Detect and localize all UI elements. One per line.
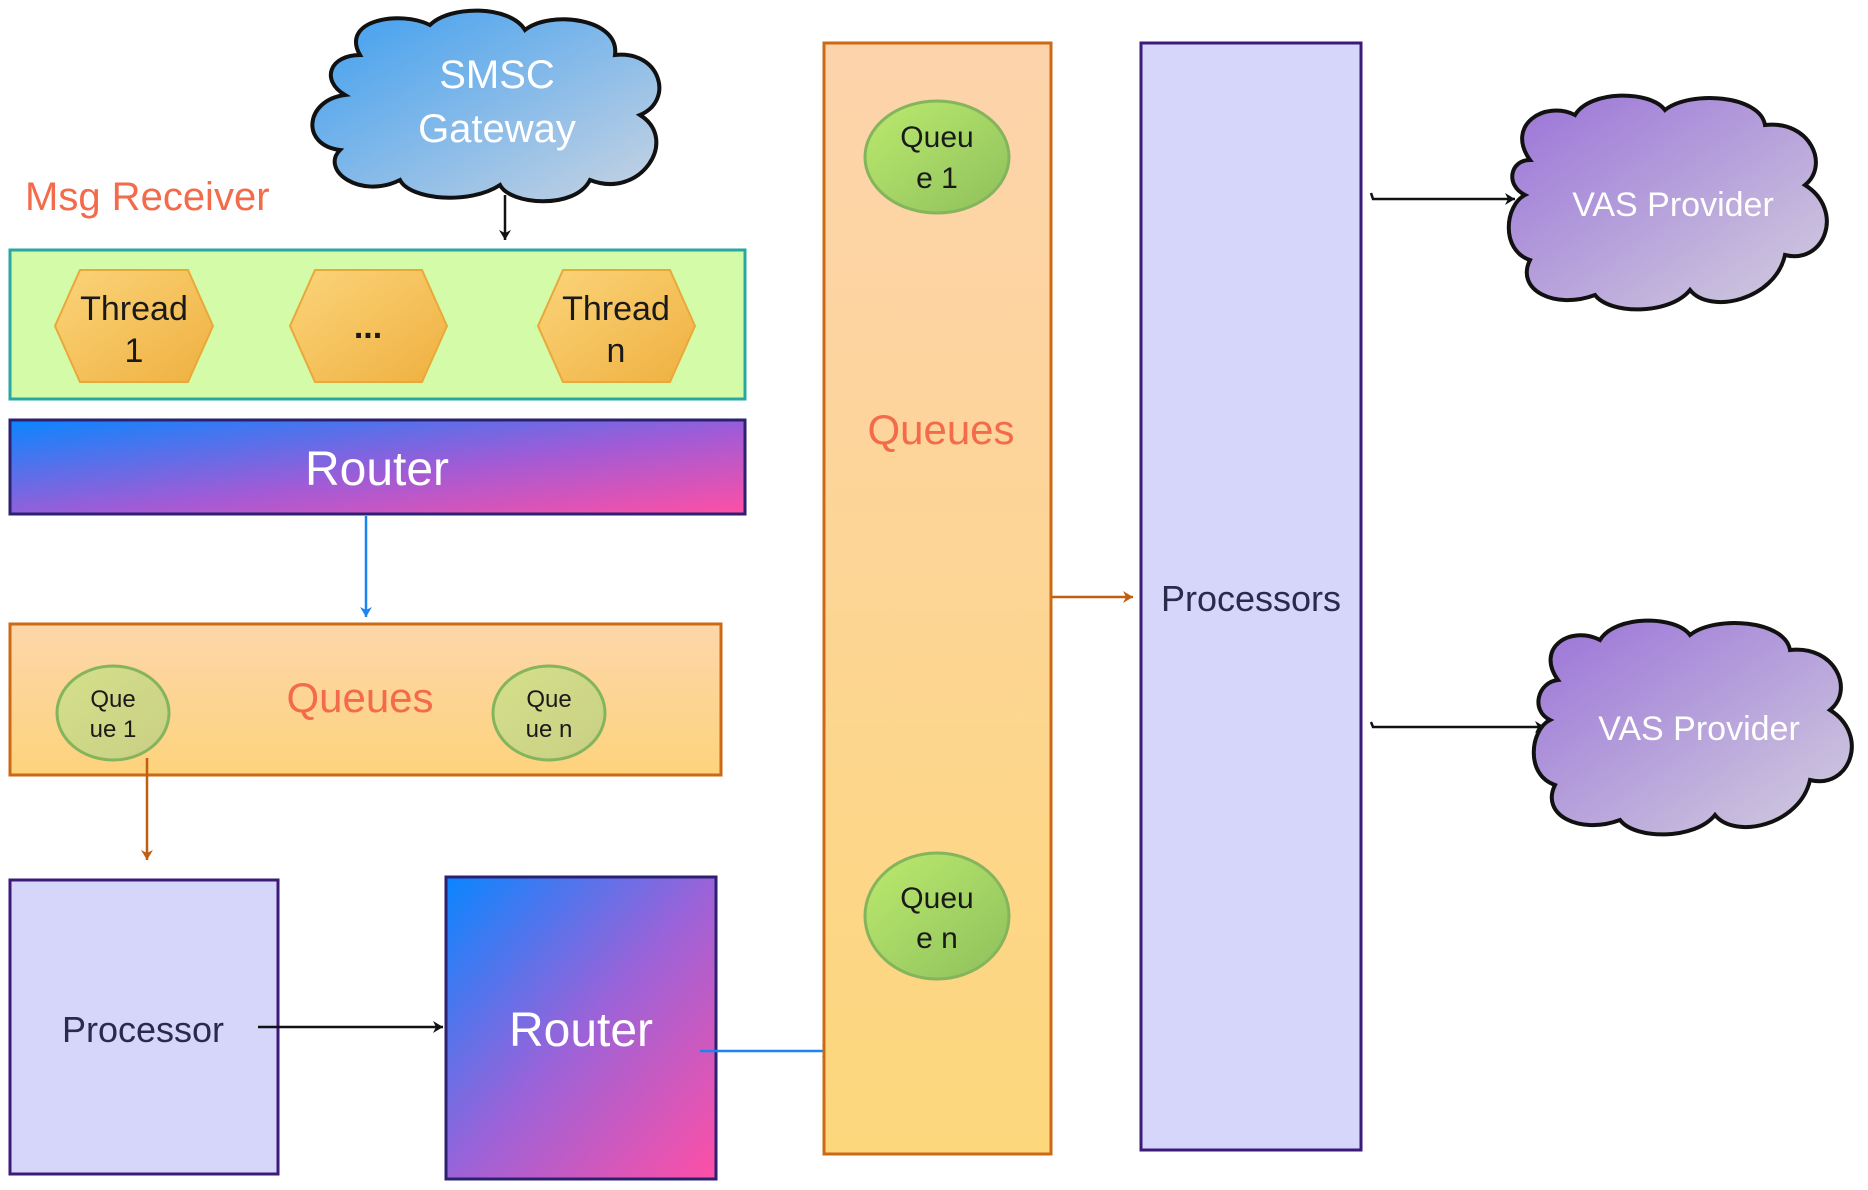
smsc-gateway-cloud: SMSC Gateway (310, 8, 662, 204)
queues-bar-qn-line2: ue n (526, 716, 573, 743)
vas-provider-cloud-1: VAS Provider (1506, 93, 1829, 312)
thread-ellipsis-label: ... (354, 308, 382, 346)
queues-column: Queues Queu e 1 Queu e n (822, 41, 1053, 1156)
arrow-processors-to-vas-2 (1369, 721, 1545, 733)
arrow-processors-to-vas-1 (1369, 192, 1515, 205)
router-bottom: Router (444, 875, 718, 1181)
queues-bar: Queues Que ue 1 Que ue n (8, 622, 723, 777)
queues-bar-q1-line1: Que (90, 686, 135, 713)
thread-1-line2: 1 (125, 332, 144, 370)
vas-provider-cloud-2: VAS Provider (1531, 618, 1854, 837)
vas-provider-1-label: VAS Provider (1572, 186, 1774, 224)
smsc-cloud-shape (310, 8, 662, 204)
queues-column-oval-1 (863, 99, 1011, 215)
vas-provider-2-label: VAS Provider (1598, 710, 1800, 748)
processors-label: Processors (1161, 578, 1341, 619)
processor-block: Processor (8, 878, 280, 1176)
thread-1-line1: Thread (80, 290, 188, 328)
queues-column-qn-line2: e n (916, 922, 958, 955)
queues-bar-qn-line1: Que (526, 686, 571, 713)
queues-bar-oval-n (491, 664, 607, 762)
queues-column-q1-line1: Queu (900, 121, 973, 154)
queues-column-qn-line1: Queu (900, 882, 973, 915)
queues-bar-q1-line2: ue 1 (90, 716, 137, 743)
thread-1-hexagon: Thread 1 (53, 269, 215, 383)
smsc-label-line2: Gateway (418, 107, 576, 151)
vas-cloud-2-shape (1531, 618, 1854, 837)
processor-box (8, 878, 280, 1176)
thread-n-line1: Thread (562, 290, 670, 328)
queues-bar-oval-1 (55, 664, 171, 762)
router-top-box (8, 418, 747, 516)
smsc-label-line1: SMSC (439, 53, 555, 97)
queues-column-label: Queues (867, 406, 1014, 453)
msg-receiver-label: Msg Receiver (25, 175, 270, 219)
processors-block: Processors (1139, 41, 1363, 1152)
router-bottom-box (444, 875, 718, 1181)
processor-label: Processor (62, 1009, 224, 1050)
thread-ellipsis-hexagon: ... (288, 269, 449, 383)
queues-bar-label: Queues (286, 674, 433, 721)
queues-column-q1-line2: e 1 (916, 162, 958, 195)
thread-n-hexagon: Thread n (536, 269, 697, 383)
thread-1-shape (53, 269, 215, 383)
vas-cloud-1-shape (1506, 93, 1829, 312)
thread-ellipsis-shape (288, 269, 449, 383)
thread-n-line2: n (607, 332, 626, 370)
queues-column-oval-n (863, 851, 1011, 981)
processors-box (1139, 41, 1363, 1152)
router-top: Router (8, 418, 747, 516)
router-bottom-label: Router (509, 1004, 653, 1057)
thread-n-shape (536, 269, 697, 383)
router-top-label: Router (305, 443, 449, 496)
